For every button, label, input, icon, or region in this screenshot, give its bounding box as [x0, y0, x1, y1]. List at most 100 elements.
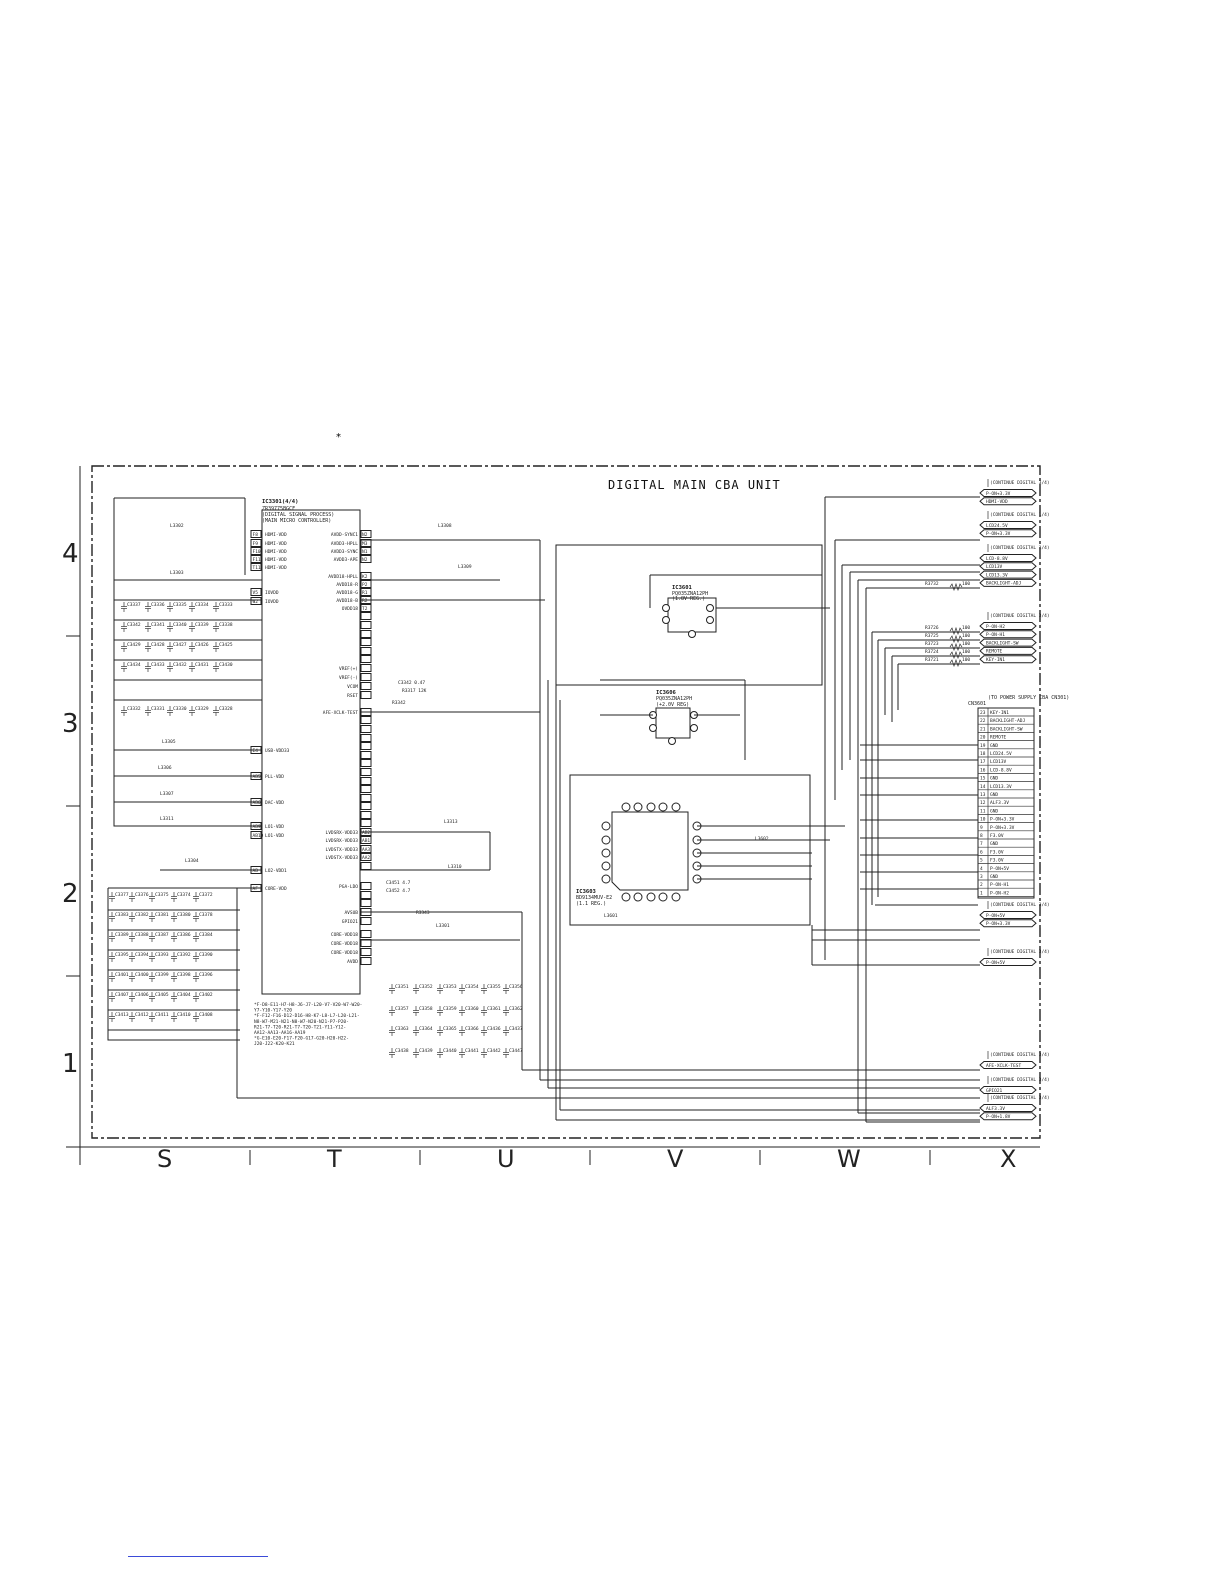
capacitor-label: C3412 — [135, 1012, 149, 1018]
resistor-value: 100 — [962, 641, 970, 647]
ic3301-nc-pin-box — [360, 716, 372, 724]
ic3301-right-pin-name: AVDD-SYNC1 — [331, 532, 358, 538]
signal-port — [979, 1061, 1037, 1069]
capacitor-label: C3438 — [395, 1048, 409, 1054]
continuation-note: (CONTINUE DIGITAL 1/4) — [990, 512, 1050, 518]
l3306-label: L3306 — [158, 765, 172, 771]
capacitor-label: C3380 — [177, 912, 191, 918]
pin-note-line: *G-E10-E20-F17-F20-G17-G20-H20-H22- — [254, 1036, 349, 1042]
capacitor-label: C3342 — [127, 622, 141, 628]
cn3601-pin-number: 19 — [980, 743, 986, 749]
capacitor-label: C3366 — [465, 1026, 479, 1032]
ic3301-right-pin-name: AVDD — [347, 959, 358, 965]
capacitor-label: C3447 — [509, 1048, 523, 1054]
ic3301-left-pin-name: IOVDD — [265, 590, 279, 596]
ic3301-left-pin-name: IOVDD — [265, 599, 279, 605]
ic3301-left-pin-name: DAC-VDD — [265, 800, 284, 806]
cn3601-pin-name: LCD24.5V — [990, 751, 1012, 757]
capacitor-label: C3406 — [135, 992, 149, 998]
ic3301-right-pin-name: AVDD3-SYNC — [331, 549, 358, 555]
resistor-ref: R3724 — [925, 649, 939, 655]
capacitor-label: C3393 — [155, 952, 169, 958]
capacitor-label: C3331 — [151, 706, 165, 712]
capacitor-label: C3376 — [135, 892, 149, 898]
cn3601-pin-number: 6 — [980, 849, 983, 855]
ic3301-left-pin-box — [250, 597, 262, 605]
ic3301-left-pin-number: AF — [253, 886, 259, 892]
cn3601-pin-number: 18 — [980, 751, 986, 757]
ic3301-right-pin-name: AVDD18-R — [336, 582, 358, 588]
ic3301-left-pin-name: HDMI-VDD — [265, 549, 287, 555]
cn3601-pin-name: P-ON-H1 — [990, 882, 1009, 888]
ic3301-right-pin-name: LVDSTX-VDD33 — [325, 855, 358, 861]
ic3601-ref: IC3601 — [672, 585, 693, 591]
resistor-value: 100 — [962, 633, 970, 639]
ic3301-right-pin-number: AA2 — [362, 855, 370, 861]
signal-port-label: BACKLIGHT-ADJ — [986, 581, 1022, 587]
capacitor-label: C3441 — [465, 1048, 479, 1054]
ic3301-right-pin-box — [360, 691, 372, 699]
capacitor-label: C3375 — [155, 892, 169, 898]
signal-port — [979, 911, 1037, 919]
ic3601-part: PQ035ZNA12PH — [672, 591, 708, 597]
ic3301-part: ZR39775BGCF — [262, 506, 295, 512]
capacitor-label: C3411 — [155, 1012, 169, 1018]
ic3301-right-pin-name: AVDD3-HPLL — [331, 541, 358, 547]
capacitor-label: C3400 — [135, 972, 149, 978]
continuation-note: (CONTINUE DIGITAL 3/4) — [990, 1095, 1050, 1101]
capacitor-label: C3374 — [177, 892, 191, 898]
cn3601-pin-name: LCD-8.8V — [990, 767, 1012, 773]
row-number-4: 4 — [62, 539, 79, 569]
cn3601-pin-number: 3 — [980, 874, 983, 880]
capacitor-label: C3432 — [173, 662, 187, 668]
ic3301-right-pin-name: LVDSRX-VDD33 — [325, 830, 358, 836]
cn3601-pin-name: REMOTE — [990, 735, 1007, 741]
cn3601-pin-name: F3.0V — [990, 858, 1004, 864]
pin-note-line: *F-D8-E11-H7-H8-J6-J7-L20-V7-V20-W7-W20- — [254, 1002, 362, 1008]
ic3301-right-pin-name: AVDD18-B — [336, 598, 358, 604]
capacitor-label: C3356 — [509, 984, 523, 990]
cn3601-pin-number: 16 — [980, 767, 986, 773]
ic3301-right-pin-box — [360, 939, 372, 947]
ic3301-nc-pin-box — [360, 768, 372, 776]
ic3301-right-pin-name: LVDSTX-VDD33 — [325, 847, 358, 853]
ic3301-left-pin-name: HDMI-VDD — [265, 557, 287, 563]
ic3301-right-pin-box — [360, 882, 372, 890]
cn3601-pin-number: 11 — [980, 808, 986, 814]
ic3301-right-pin-number: R2 — [362, 598, 368, 604]
ic3301-right-pin-box — [360, 948, 372, 956]
l3602-label: L3602 — [755, 836, 769, 842]
signal-port — [979, 570, 1037, 579]
ic3301-left-pin-box — [250, 588, 262, 596]
ic3301-nc-pin-box — [360, 647, 372, 655]
ic3301-right-pin-name: RSET — [347, 693, 358, 699]
column-letter-x: X — [1000, 1145, 1016, 1173]
resistor-ref: R3725 — [925, 633, 939, 639]
ic3301-nc-pin-box — [360, 899, 372, 907]
capacitor-label: C3434 — [127, 662, 141, 668]
signal-port — [979, 554, 1037, 562]
cn3601-pin-number: 21 — [980, 726, 986, 732]
l3308-label: L3308 — [438, 523, 452, 529]
cn3601-pin-number: 5 — [980, 858, 983, 864]
r3343-label: R3343 — [416, 910, 430, 916]
capacitor-label: C3337 — [127, 602, 141, 608]
ic3301-left-pin-box — [250, 530, 262, 538]
ic3301-nc-pin-box — [360, 751, 372, 759]
signal-port-label: REMOTE — [986, 649, 1003, 655]
continuation-note: (CONTINUE DIGITAL 3/4) — [990, 613, 1050, 619]
ic3301-right-pin-box — [360, 664, 372, 672]
c3451-label: C3451 4.7 — [386, 880, 411, 886]
ic3301-right-pin-name: CORE-VDD18 — [331, 950, 358, 956]
capacitor-label: C3430 — [219, 662, 233, 668]
ic3301-right-pin-number: AB2 — [362, 830, 370, 836]
ic3301-left-pin-number: T11 — [253, 565, 261, 571]
ic3301-right-pin-box — [360, 845, 372, 853]
ic3301-left-pin-name: PLL-VDD — [265, 774, 284, 780]
column-letter-w: W — [837, 1145, 861, 1173]
cn3601-pin-name: GND — [990, 792, 998, 798]
